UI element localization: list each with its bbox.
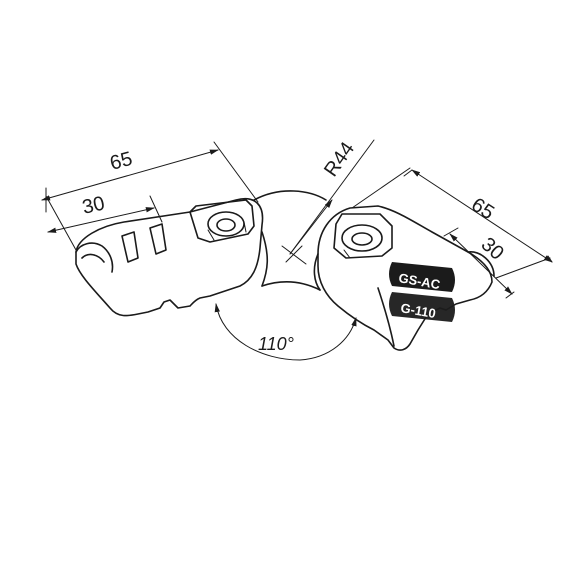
brand-marking: GS-AC xyxy=(397,270,441,292)
hinge xyxy=(253,190,327,291)
left-partial-dimension xyxy=(47,207,155,233)
dimension-lines xyxy=(41,139,553,361)
right-partial-label: 30 xyxy=(477,233,508,264)
radius-label: R44 xyxy=(320,138,359,181)
right-total-label: 65 xyxy=(467,194,498,225)
angle-arc xyxy=(214,303,357,361)
right-clamp: GS-AC G-110 xyxy=(317,205,495,351)
left-total-dimension xyxy=(41,149,219,201)
right-total-dimension xyxy=(411,169,553,263)
right-partial-dimension xyxy=(449,233,513,295)
angle-label: 110° xyxy=(258,334,294,354)
left-clamp xyxy=(75,198,264,317)
left-total-label: 65 xyxy=(108,148,135,175)
left-partial-label: 30 xyxy=(80,192,107,218)
model-marking: G-110 xyxy=(399,300,436,321)
radius-leader xyxy=(289,139,375,255)
